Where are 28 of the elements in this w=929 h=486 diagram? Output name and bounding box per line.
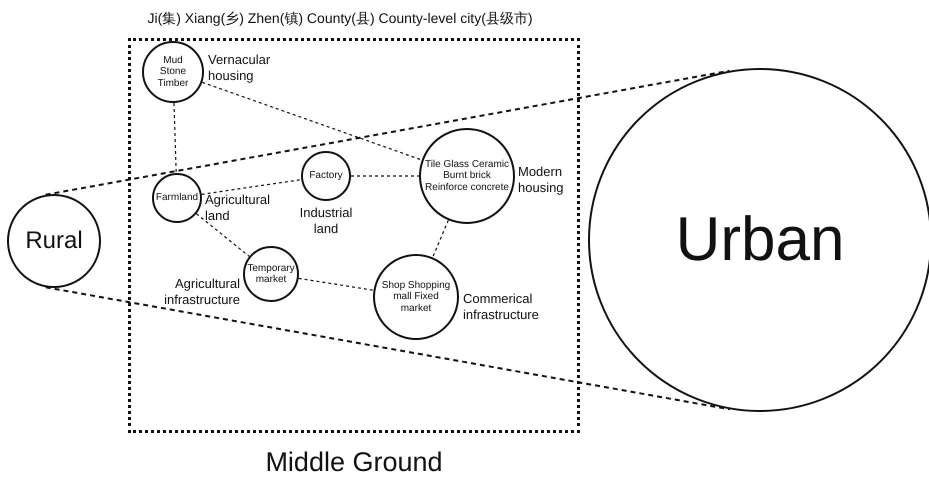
node-caption: Industrial land xyxy=(298,205,354,236)
node-label: Farmland xyxy=(154,192,200,204)
dashed-connector xyxy=(202,179,302,195)
node-caption: Commerical infrastructure xyxy=(463,291,540,322)
frame-heading: Middle Ground xyxy=(264,447,444,478)
dashed-connector xyxy=(432,220,449,258)
node-caption: Vernacular housing xyxy=(208,52,272,84)
dashed-connector xyxy=(202,82,422,161)
node-label: Shop Shopping mall Fixed market xyxy=(380,280,452,314)
node-caption: Agricultural infrastructure xyxy=(163,276,240,308)
title: Ji(集) Xiang(乡) Zhen(镇) County(县) County-level city(县级市) xyxy=(146,10,534,28)
node-label: Rural xyxy=(24,227,84,255)
dashed-connector xyxy=(196,213,250,257)
circle-node xyxy=(7,194,101,288)
node-label: Factory xyxy=(308,170,344,182)
node-label: Tile Glass Ceramic Burnt brick Reinforce concrete xyxy=(424,158,510,194)
circle-node xyxy=(301,151,351,201)
node-label: Temporary market xyxy=(246,262,296,286)
dashed-connector xyxy=(173,102,177,174)
node-caption: Agricultural land xyxy=(205,192,272,224)
node-caption: Modern housing xyxy=(518,164,565,196)
node-label: Mud Stone Timber xyxy=(156,54,190,90)
circle-node xyxy=(152,173,202,223)
node-label: Urban xyxy=(674,204,846,276)
dashed-connector xyxy=(298,278,374,291)
circle-node xyxy=(588,68,929,412)
dashed-connector xyxy=(46,286,730,410)
dashed-connector xyxy=(351,175,419,177)
